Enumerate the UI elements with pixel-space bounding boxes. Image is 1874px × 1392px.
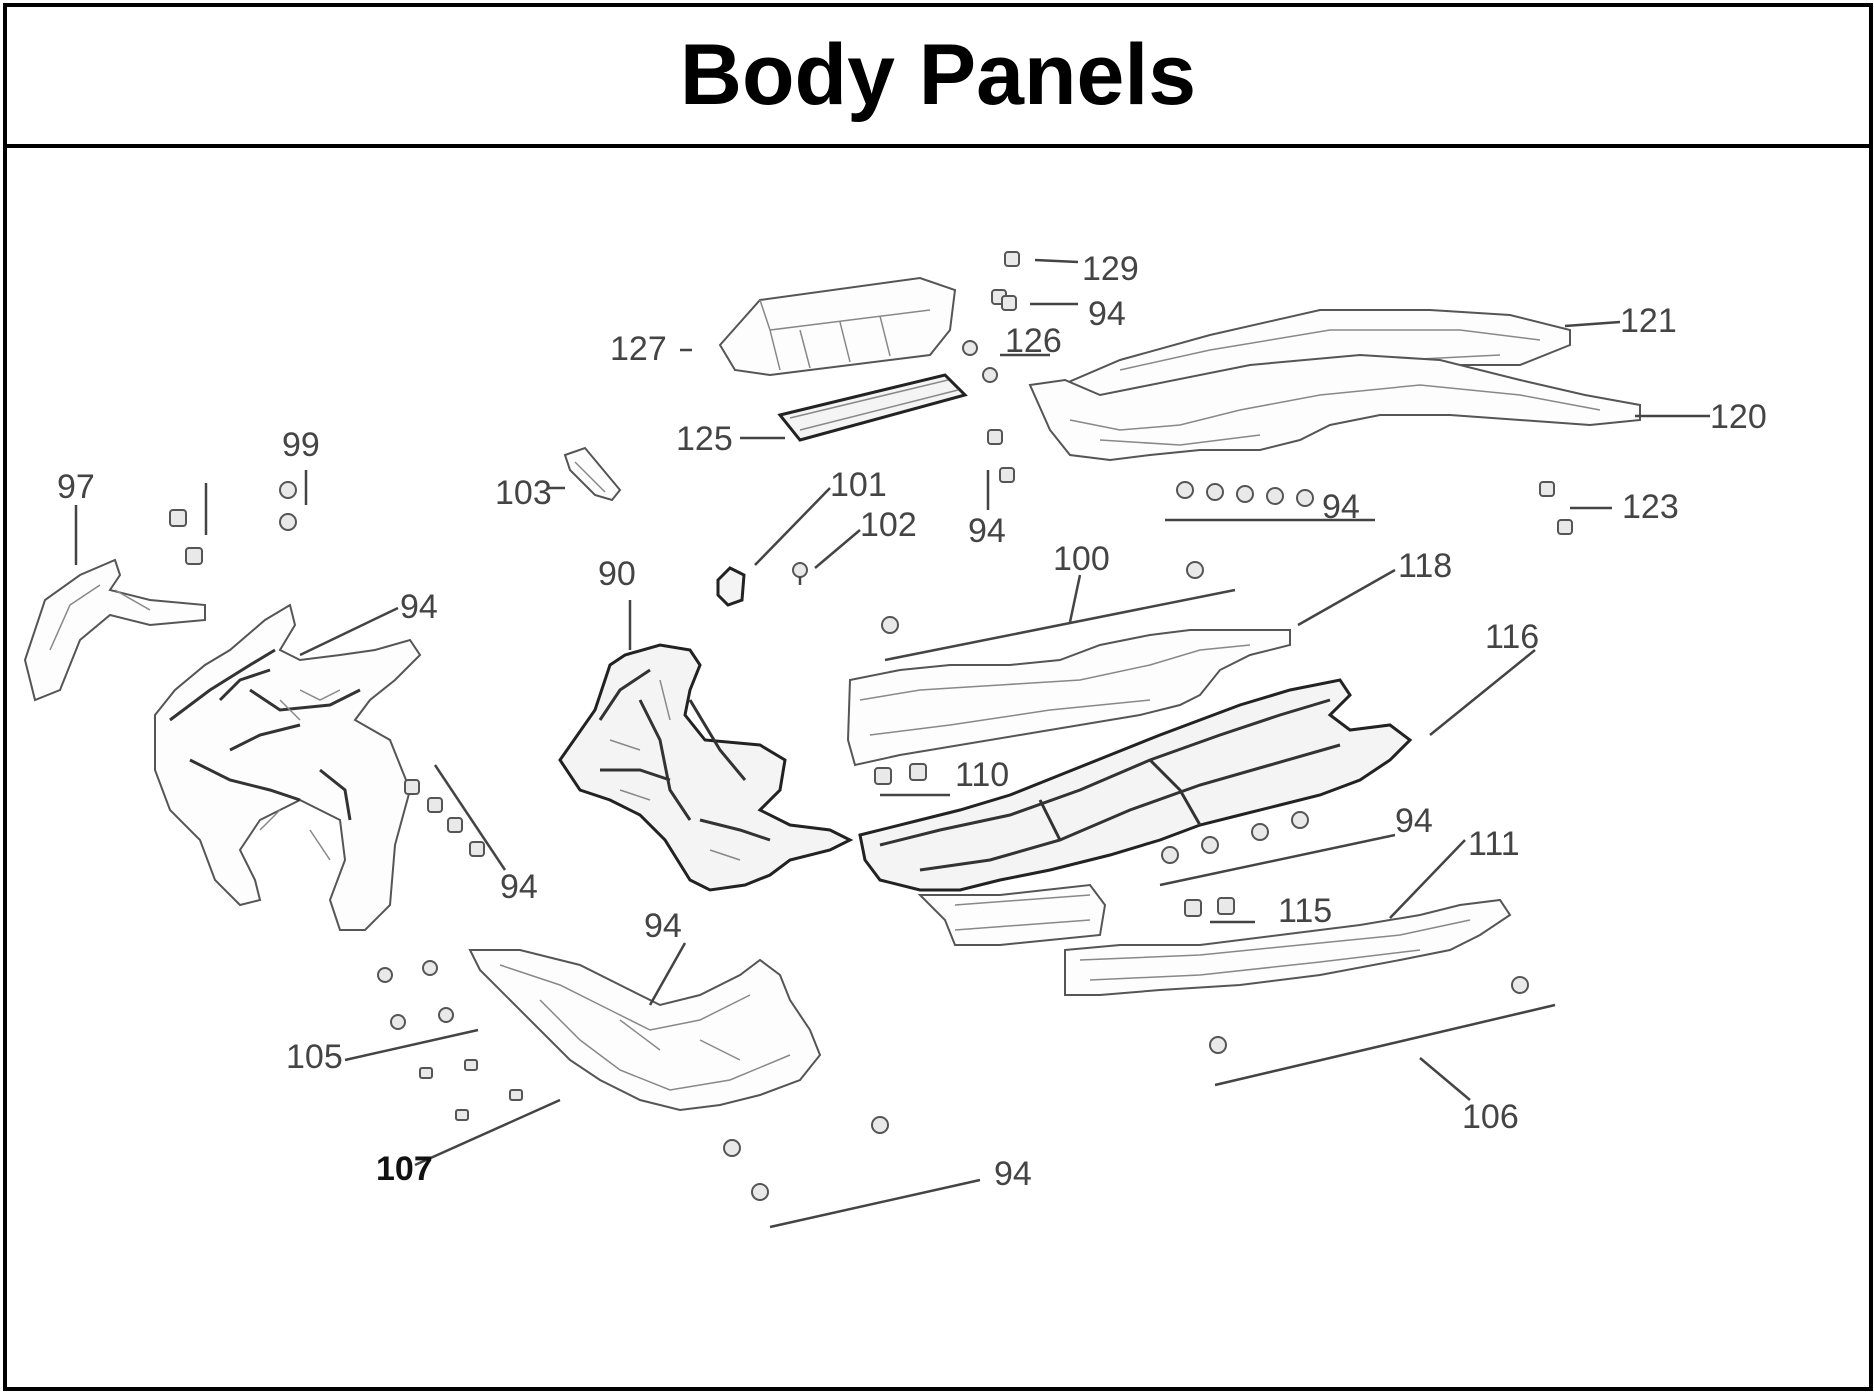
part-127-top-cover xyxy=(718,276,957,377)
callout-106: 94 xyxy=(994,1155,1032,1193)
callout-127: 127 xyxy=(610,330,667,368)
fasteners xyxy=(169,251,1573,1201)
callout-121: 121 xyxy=(1620,302,1677,340)
callout-126: 126 xyxy=(1005,322,1062,360)
callout-118: 100 xyxy=(1053,540,1110,578)
callout-105: 94 xyxy=(644,907,682,945)
leader-lines xyxy=(74,258,1710,1229)
callout-123: 94 xyxy=(1322,488,1360,526)
part-115-lower-step-panel xyxy=(1064,898,1512,996)
callout-110: 116 xyxy=(1485,618,1539,656)
callout-94: 94 xyxy=(500,868,538,906)
callout-103: 103 xyxy=(495,474,552,512)
part-100-inner-leg-shield xyxy=(558,643,854,892)
part-103-clip xyxy=(563,446,622,502)
callout-120: 120 xyxy=(1710,398,1767,436)
callout-94: 115 xyxy=(1278,892,1332,930)
callout-labels: 129 94 126 127 121 120 125 94 99 97 103 … xyxy=(57,250,1767,1193)
callout-101: 101 xyxy=(830,466,887,504)
part-120-rear-side-cover xyxy=(1028,353,1641,462)
callout-94: 110 xyxy=(955,756,1009,794)
part-101-bracket xyxy=(716,566,746,607)
callout-125: 125 xyxy=(676,420,733,458)
callout-115: 111 xyxy=(1468,825,1520,863)
callout-107: 105 xyxy=(286,1038,343,1076)
callout-97: 97 xyxy=(57,468,95,506)
part-97-front-fender xyxy=(23,558,206,702)
part-102-screw xyxy=(792,562,808,585)
part-90-front-fairing xyxy=(154,603,422,931)
part-105-undercover xyxy=(468,949,822,1112)
callout-94: 94 xyxy=(1088,295,1126,333)
callout-94: 123 xyxy=(1622,488,1679,526)
part-116-step-panel xyxy=(846,629,1291,767)
callout-99: 99 xyxy=(282,426,320,464)
callout-118: 106 xyxy=(1462,1098,1519,1136)
callout-116: 118 xyxy=(1398,547,1452,585)
callout-102: 102 xyxy=(860,506,917,544)
callout-111: 94 xyxy=(1395,802,1433,840)
callout-100: 90 xyxy=(598,555,636,593)
callout-129: 129 xyxy=(1082,250,1139,288)
page-title: Body Panels xyxy=(679,27,1197,123)
part-110-floor-frame xyxy=(858,678,1413,946)
part-125-inner-plate xyxy=(777,373,968,442)
callout-94-bold: 107 xyxy=(376,1150,433,1188)
callout-94: 94 xyxy=(968,512,1006,550)
callout-90: 94 xyxy=(400,588,438,626)
title-bar: Body Panels xyxy=(7,7,1869,148)
